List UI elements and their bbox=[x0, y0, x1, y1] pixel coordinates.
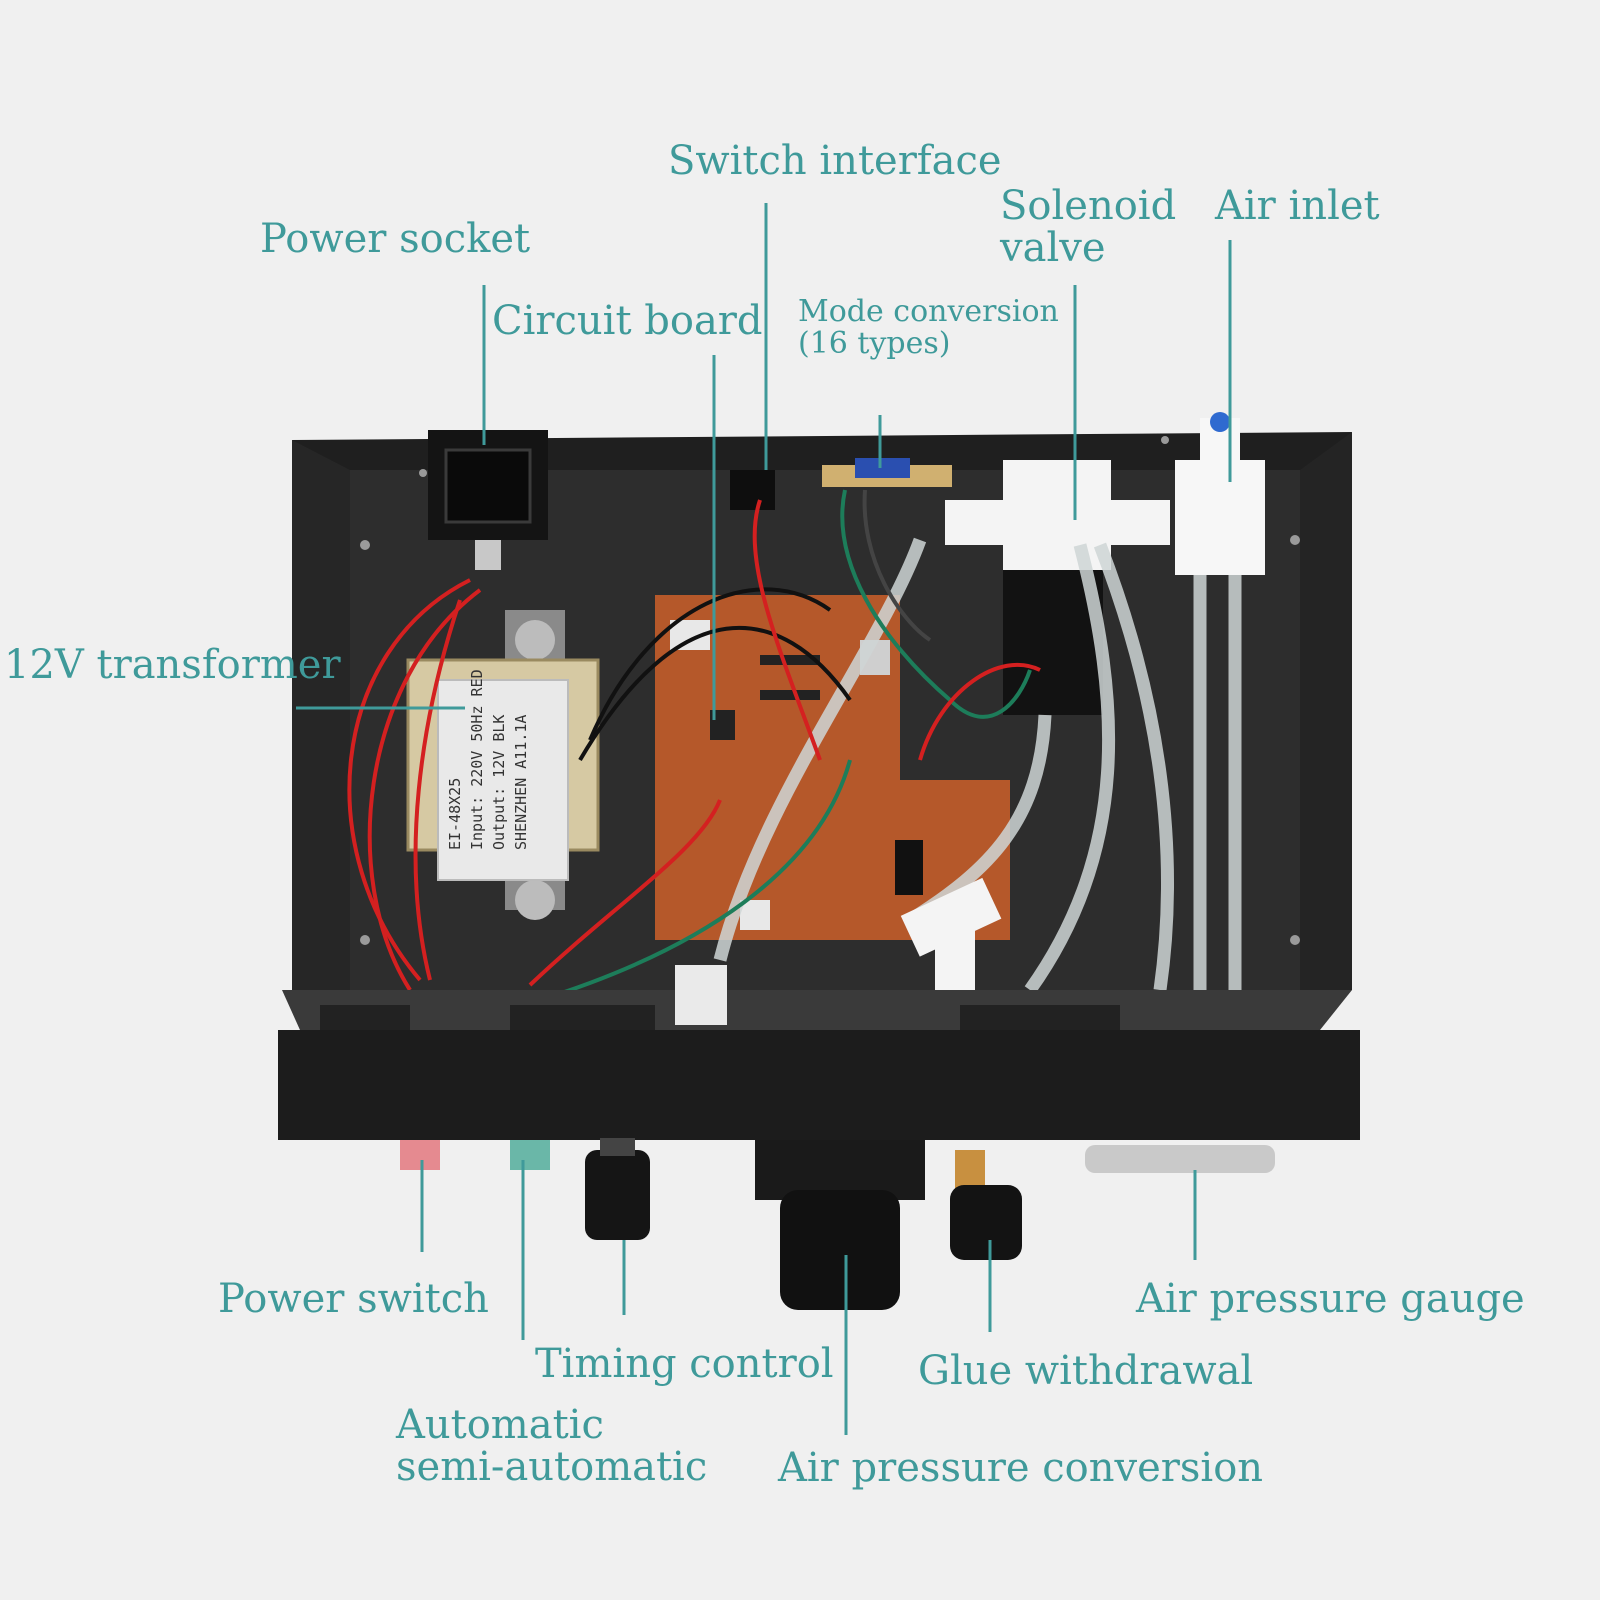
nameplate-line-2: Input: 220V 50Hz RED bbox=[468, 669, 486, 850]
pressure-regulator-knob bbox=[755, 1140, 925, 1310]
wires bbox=[347, 489, 1041, 1002]
chassis-right-wall bbox=[1300, 432, 1352, 1010]
label-12v-transformer: 12V transformer bbox=[4, 642, 341, 688]
label-air-inlet: Air inlet bbox=[1215, 183, 1380, 229]
label-solenoid-valve-line-2: valve bbox=[1000, 225, 1106, 271]
chassis-left-wall bbox=[292, 440, 350, 1010]
label-air-pressure-gauge: Air pressure gauge bbox=[1136, 1276, 1525, 1322]
label-solenoid-valve-line-1: Solenoid bbox=[1000, 183, 1177, 229]
mode-switch bbox=[510, 1140, 550, 1170]
label-mode-conversion-line-2: (16 types) bbox=[798, 325, 951, 361]
label-timing-control: Timing control bbox=[535, 1341, 834, 1387]
transformer bbox=[406, 610, 600, 920]
timing-knob bbox=[585, 1138, 650, 1240]
glue-withdrawal-knob bbox=[950, 1150, 1022, 1260]
transformer-nameplate: EI-48X25 Input: 220V 50Hz RED Output: 12… bbox=[446, 669, 530, 850]
nameplate-line-3: Output: 12V BLK bbox=[490, 715, 508, 850]
label-switch-interface: Switch interface bbox=[668, 138, 1002, 184]
label-power-switch: Power switch bbox=[218, 1276, 489, 1322]
label-power-socket: Power socket bbox=[260, 216, 531, 262]
nameplate-line-1: EI-48X25 bbox=[446, 778, 464, 850]
mounting-holes bbox=[360, 436, 1300, 945]
switch-interface-connector bbox=[730, 470, 775, 510]
leader-lines bbox=[296, 203, 1232, 1435]
air-inlet-fitting bbox=[1175, 412, 1265, 575]
label-automatic-line-1: Automatic bbox=[396, 1402, 604, 1448]
air-tubes bbox=[713, 537, 1242, 1000]
label-glue-withdrawal: Glue withdrawal bbox=[918, 1348, 1254, 1394]
front-panel bbox=[278, 965, 1360, 1140]
label-circuit-board: Circuit board bbox=[492, 298, 763, 344]
air-pressure-gauge bbox=[1085, 1145, 1275, 1173]
label-air-pressure-conversion: Air pressure conversion bbox=[778, 1445, 1264, 1491]
power-socket bbox=[428, 430, 548, 570]
label-automatic-line-2: semi-automatic bbox=[396, 1444, 708, 1490]
label-solenoid-valve: Solenoid valve bbox=[1000, 185, 1176, 269]
tee-fitting bbox=[900, 877, 1002, 1000]
label-automatic-semi-automatic: Automatic semi-automatic bbox=[396, 1404, 707, 1488]
power-switch bbox=[400, 1140, 440, 1170]
nameplate-line-4: SHENZHEN A11.1A bbox=[512, 715, 530, 850]
label-mode-conversion-line-1: Mode conversion bbox=[798, 294, 1059, 329]
solenoid-valve bbox=[945, 460, 1170, 715]
mode-switch-connector bbox=[822, 458, 952, 487]
label-mode-conversion: Mode conversion (16 types) bbox=[798, 296, 1059, 359]
